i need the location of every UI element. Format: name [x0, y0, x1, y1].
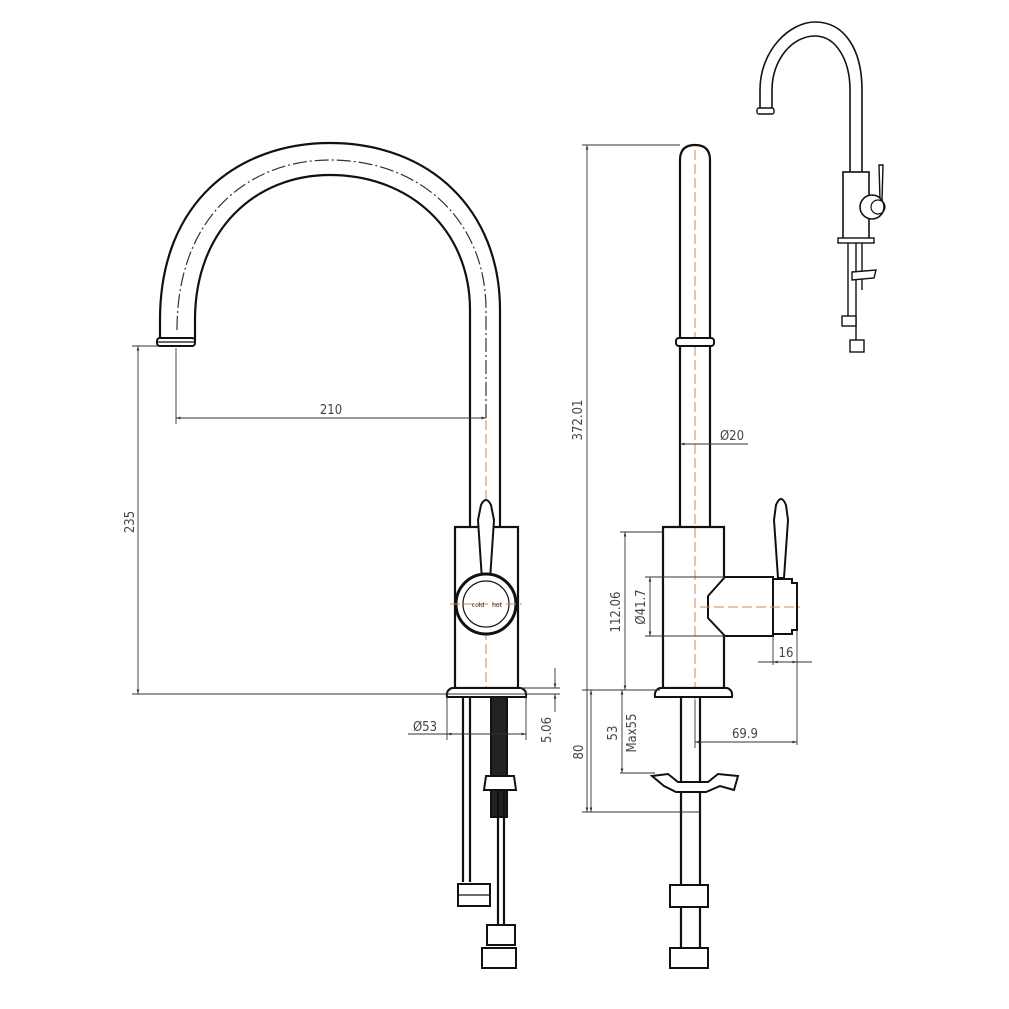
dim-41-7-diameter: Ø41.7: [634, 589, 649, 624]
front-view: cold hot: [156, 141, 528, 969]
dim-53: 53: [606, 726, 621, 741]
spout-centerline: [176, 159, 487, 420]
hot-label: hot: [492, 602, 502, 609]
side-nut-2: [669, 947, 709, 969]
spout-outer: [158, 141, 502, 527]
dim-5-06: 5.06: [540, 717, 555, 743]
lever: [476, 499, 496, 581]
dim-53-diameter: Ø53: [413, 720, 437, 735]
side-pipe: [678, 143, 712, 527]
dim-372-01: 372.01: [571, 400, 586, 441]
base-flange: [445, 687, 528, 698]
hose-nut-3: [481, 947, 517, 969]
thumbnail-3d-view: [756, 21, 886, 353]
side-nut-1: [669, 884, 709, 908]
dim-112-06: 112.06: [609, 592, 624, 633]
side-bracket: [649, 772, 740, 793]
dim-max55: Max55: [625, 713, 640, 752]
cold-label: cold: [472, 602, 485, 609]
dim-20-diameter: Ø20: [720, 429, 744, 444]
side-dimensions: 372.01 Ø20 112.06 Ø41.7 16 53 Max55 80 6…: [571, 144, 812, 813]
dim-210: 210: [320, 403, 342, 418]
side-view: [649, 143, 800, 969]
front-dimensions: 210 235 Ø53 5.06: [123, 345, 560, 743]
hose-nut-2: [486, 924, 516, 946]
side-lever: [772, 498, 790, 579]
dim-80: 80: [572, 745, 587, 760]
mounting-bracket: [482, 775, 518, 791]
spout-inner: [193, 173, 472, 527]
dim-16: 16: [779, 646, 794, 661]
dim-69-9: 69.9: [732, 727, 758, 742]
side-base: [653, 687, 734, 698]
side-ring: [675, 337, 715, 347]
dim-235: 235: [123, 511, 138, 533]
